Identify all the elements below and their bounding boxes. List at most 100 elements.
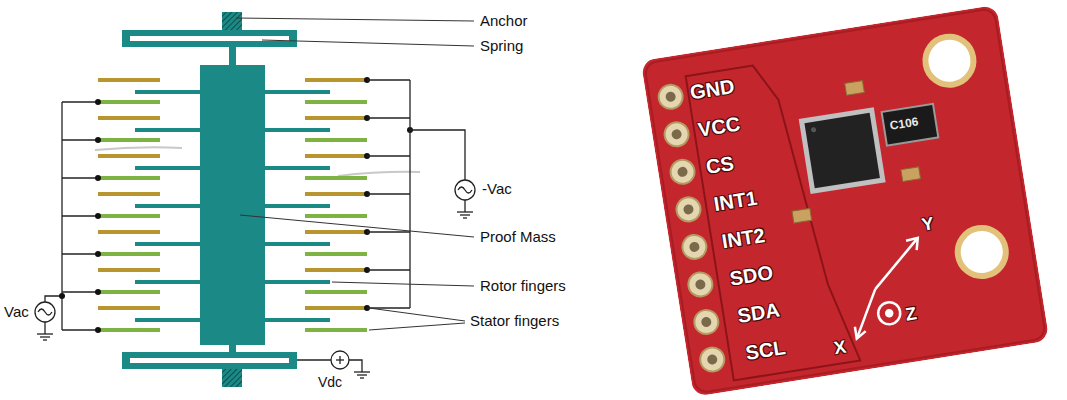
drawing-part	[464, 200, 465, 212]
drawing-part	[265, 318, 330, 322]
drawing-part	[663, 121, 690, 148]
drawing-part	[98, 154, 160, 158]
drawing-part	[297, 359, 331, 360]
drawing-part	[877, 301, 902, 326]
drawing-part	[59, 293, 65, 299]
drawing-part	[675, 196, 702, 223]
drawing-part	[98, 306, 160, 310]
drawing-part	[693, 308, 720, 335]
drawing-part	[98, 252, 160, 256]
drawing-part	[62, 101, 98, 102]
drawing-part	[98, 268, 160, 272]
signal-label: -Vac	[482, 180, 512, 197]
drawing-part	[98, 230, 160, 234]
drawing-part	[657, 83, 684, 110]
drawing-part	[98, 138, 160, 142]
drawing-part	[240, 215, 474, 237]
drawing-part	[135, 166, 200, 170]
drawing-part	[460, 214, 470, 215]
drawing-part	[135, 242, 200, 246]
drawing-part	[922, 33, 977, 88]
drawing-part	[98, 116, 160, 120]
drawing-part	[98, 192, 160, 196]
drawing-part	[367, 231, 410, 232]
drawing-part	[305, 176, 367, 180]
signal-label: Vac	[4, 303, 29, 320]
drawing-part	[804, 113, 880, 189]
drawing-part	[463, 217, 467, 218]
drawing-part	[98, 100, 160, 104]
drawing-part	[305, 100, 367, 104]
proof-mass	[200, 65, 265, 345]
drawing-part	[901, 167, 921, 182]
axis-symbol	[843, 238, 932, 339]
drawing-part	[262, 40, 474, 46]
mounting-holes	[922, 33, 1009, 280]
drawing-part	[687, 271, 714, 298]
drawing-part	[62, 139, 98, 140]
drawing-part	[811, 127, 817, 133]
drawing-part	[458, 187, 472, 193]
drawing-part	[135, 128, 200, 132]
drawing-part	[135, 280, 200, 284]
drawing-part	[338, 172, 420, 176]
stator-fingers-green	[98, 102, 367, 330]
drawing-part	[43, 339, 47, 340]
drawing-part	[95, 175, 101, 181]
drawing-part	[868, 238, 924, 289]
drawing-part	[95, 289, 101, 295]
drawing-part	[135, 318, 200, 322]
diode-component	[882, 104, 939, 146]
drawing-part	[122, 30, 297, 47]
drawing-part	[360, 377, 364, 378]
drawing-part	[305, 306, 367, 310]
drawing-part	[349, 360, 362, 372]
right-wiring	[367, 80, 475, 308]
drawing-part	[799, 107, 886, 194]
part-label: Spring	[480, 37, 523, 54]
rotor-fingers	[135, 92, 330, 320]
drawing-part	[367, 155, 410, 156]
drawing-part	[62, 329, 98, 330]
drawing-part	[305, 328, 367, 332]
drawing-part	[457, 211, 473, 212]
top-frame	[122, 12, 297, 65]
part-label: Proof Mass	[480, 228, 556, 245]
drawing-part	[95, 147, 182, 150]
bottom-frame	[122, 345, 297, 387]
drawing-part	[98, 176, 160, 180]
drawing-part	[62, 253, 98, 254]
drawing-part	[331, 351, 349, 369]
drawing-part	[35, 302, 55, 322]
drawing-part	[95, 137, 101, 143]
drawing-part	[369, 323, 465, 330]
drawing-part	[135, 90, 200, 94]
drawing-part	[222, 369, 242, 387]
drawing-part	[305, 252, 367, 256]
drawing-part	[677, 166, 688, 177]
drawing-part	[683, 204, 694, 215]
drawing-part	[354, 371, 370, 372]
drawing-part	[305, 138, 367, 142]
drawing-part	[62, 177, 98, 178]
drawing-part	[845, 81, 865, 96]
drawing-part	[98, 214, 160, 218]
drawing-part	[669, 158, 696, 185]
drawing-part	[357, 374, 367, 375]
drawing-part	[701, 316, 712, 327]
drawing-part	[339, 356, 340, 364]
drawing-part	[265, 242, 330, 246]
drawing-part	[44, 322, 45, 334]
drawing-part	[855, 325, 867, 338]
drawing-part	[222, 12, 242, 30]
drawing-part	[305, 290, 367, 294]
drawing-part	[707, 354, 718, 365]
drawing-part	[455, 180, 475, 200]
drawing-part	[954, 225, 1009, 280]
drawing-part	[122, 352, 297, 369]
drawing-part	[62, 215, 98, 216]
drawing-part	[305, 268, 367, 272]
drawing-part	[305, 214, 367, 218]
drawing-part	[265, 280, 330, 284]
drawing-part	[98, 328, 160, 332]
